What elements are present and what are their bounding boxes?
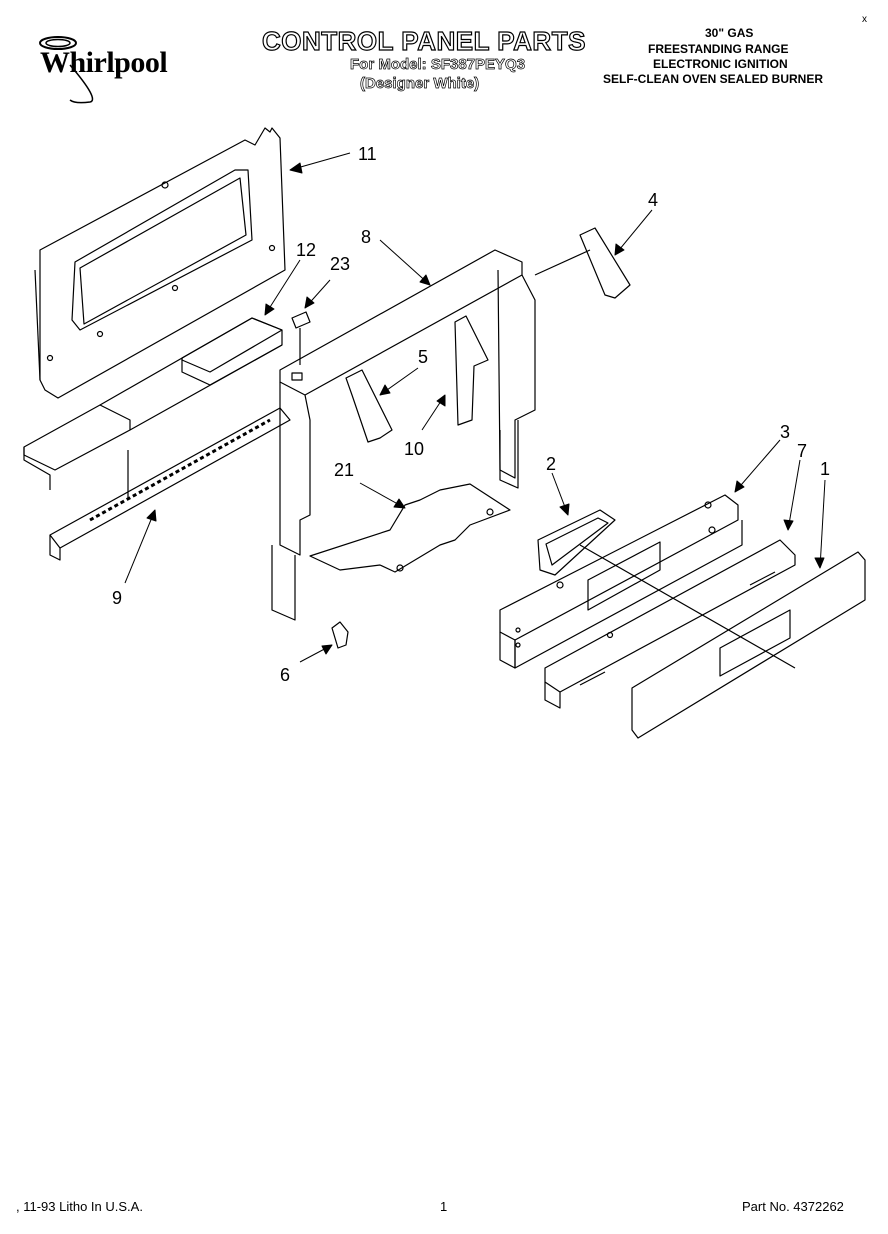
part-8-control-frame — [271, 249, 591, 621]
callout-5: 5 — [418, 347, 428, 367]
callout-4: 4 — [648, 190, 658, 210]
callout-leaders — [124, 152, 826, 663]
page-title: CONTROL PANEL PARTS — [261, 25, 586, 56]
part-11-back-panel — [34, 127, 286, 399]
part-7-trim-channel — [544, 539, 796, 709]
callout-2: 2 — [546, 454, 556, 474]
part-1-front-panel — [631, 551, 866, 739]
callout-6: 6 — [280, 665, 290, 685]
callout-1: 1 — [820, 459, 830, 479]
callout-11: 11 — [358, 144, 377, 164]
part-2-display-module — [537, 509, 796, 669]
callout-numbers: 11 8 4 12 23 5 10 21 2 3 7 1 9 6 — [112, 144, 830, 685]
part-number: Part No. 4372262 — [742, 1199, 844, 1214]
corner-mark: x — [862, 14, 867, 25]
part-10-vertical-support — [454, 315, 489, 426]
callout-8: 8 — [361, 227, 371, 247]
spec-line-1: 30" GAS — [705, 26, 754, 40]
brand-wordmark: Whirlpool — [40, 46, 168, 79]
spec-line-3: ELECTRONIC IGNITION — [653, 57, 788, 71]
callout-10: 10 — [404, 439, 424, 459]
callout-12: 12 — [296, 240, 316, 260]
part-3-control-housing — [499, 494, 743, 669]
spec-line-4: SELF-CLEAN OVEN SEALED BURNER — [603, 72, 824, 86]
model-line: For Model: SF387PEYQ3 — [350, 56, 526, 74]
callout-9: 9 — [112, 588, 122, 608]
part-23-clip — [291, 311, 311, 365]
page-number: 1 — [440, 1199, 448, 1214]
part-6-small-clip — [331, 621, 349, 649]
part-21-heat-shield — [309, 483, 511, 573]
callout-3: 3 — [780, 422, 790, 442]
callout-23: 23 — [330, 254, 350, 274]
callout-7: 7 — [797, 441, 807, 461]
finish-line: (Designer White) — [360, 75, 480, 93]
print-note: , 11-93 Litho In U.S.A. — [16, 1199, 143, 1214]
part-9-perforated-rail — [49, 407, 291, 561]
whirlpool-logo — [39, 36, 94, 104]
spec-line-2: FREESTANDING RANGE — [648, 42, 789, 56]
callout-21: 21 — [334, 460, 354, 480]
part-4-end-cap — [579, 227, 631, 299]
part-12-rear-bracket — [23, 317, 283, 490]
part-5-end-bracket — [345, 369, 393, 443]
